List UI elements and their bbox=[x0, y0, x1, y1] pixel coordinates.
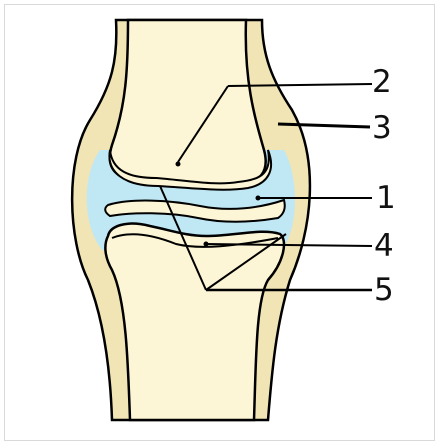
leader-dot-2 bbox=[176, 162, 181, 167]
label-1: 1 bbox=[376, 180, 396, 216]
label-5: 5 bbox=[374, 272, 394, 308]
label-4: 4 bbox=[374, 228, 394, 264]
leader-dot-1 bbox=[256, 196, 261, 201]
label-2: 2 bbox=[372, 64, 392, 100]
label-3: 3 bbox=[372, 110, 392, 146]
femur bbox=[110, 20, 266, 187]
leader-dot-4 bbox=[204, 242, 209, 247]
